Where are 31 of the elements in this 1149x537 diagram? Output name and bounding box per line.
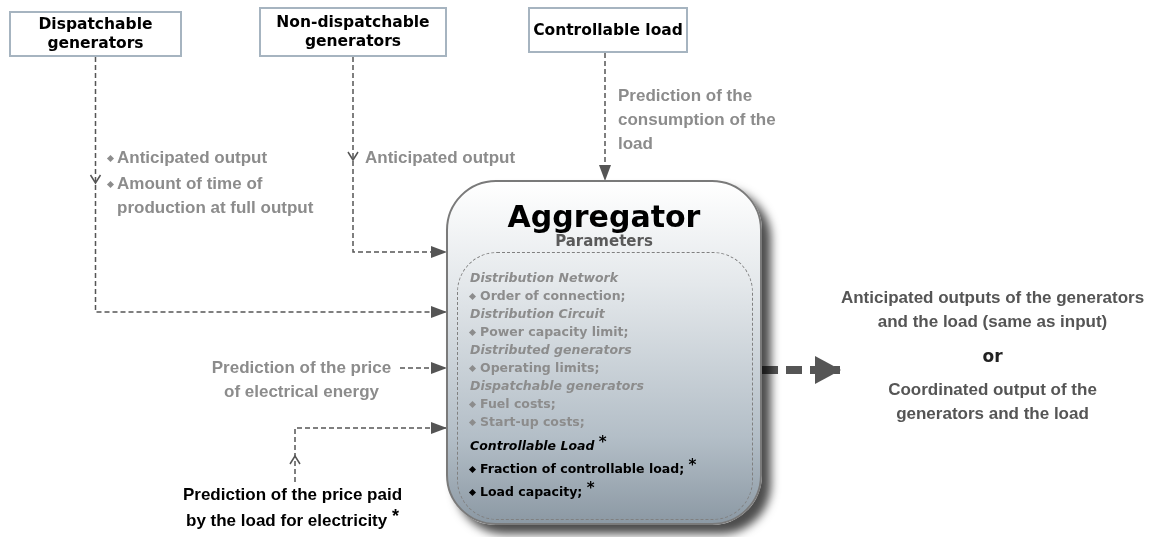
parameter-heading: Distributed generators bbox=[470, 341, 632, 359]
arrow bbox=[89, 56, 447, 318]
note-text: Amount of time of production at full output bbox=[117, 173, 315, 219]
parameter-item: Power capacity limit; bbox=[480, 323, 629, 341]
source-box bbox=[528, 7, 688, 53]
parameter-item: Operating limits; bbox=[480, 359, 600, 377]
input-label: Prediction of the price of electrical energy bbox=[203, 356, 400, 404]
parameter-heading: Dispatchable generators bbox=[470, 377, 644, 395]
parameter-heading: Distribution Circuit bbox=[470, 305, 605, 323]
aggregator-box bbox=[446, 180, 762, 525]
box-label: Controllable load bbox=[533, 20, 683, 40]
arrow bbox=[347, 56, 447, 258]
arrow bbox=[599, 52, 611, 181]
source-box bbox=[9, 11, 182, 57]
parameter-item: Start-up costs; bbox=[480, 413, 585, 431]
output-label: or bbox=[981, 345, 1004, 368]
arrow bbox=[399, 362, 447, 374]
parameter-item: Fuel costs; bbox=[480, 395, 556, 413]
output-label: Coordinated output of the generators and the load bbox=[887, 379, 1098, 425]
box-label: Dispatchable generators bbox=[37, 15, 154, 53]
arrow bbox=[289, 422, 447, 483]
box-label: Non-dispatchable generators bbox=[275, 13, 431, 51]
parameter-heading: Distribution Network bbox=[470, 269, 618, 287]
title-text: Aggregator bbox=[506, 200, 702, 234]
section-heading: Parameters bbox=[555, 232, 653, 250]
note-text: Anticipated output bbox=[117, 147, 268, 169]
arrow bbox=[762, 356, 841, 384]
parameter-item: Order of connection; bbox=[480, 287, 626, 305]
output-label: Anticipated outputs of the generators and the load (same as input) bbox=[840, 287, 1145, 333]
source-box bbox=[259, 7, 447, 57]
parameters-box bbox=[457, 252, 753, 520]
